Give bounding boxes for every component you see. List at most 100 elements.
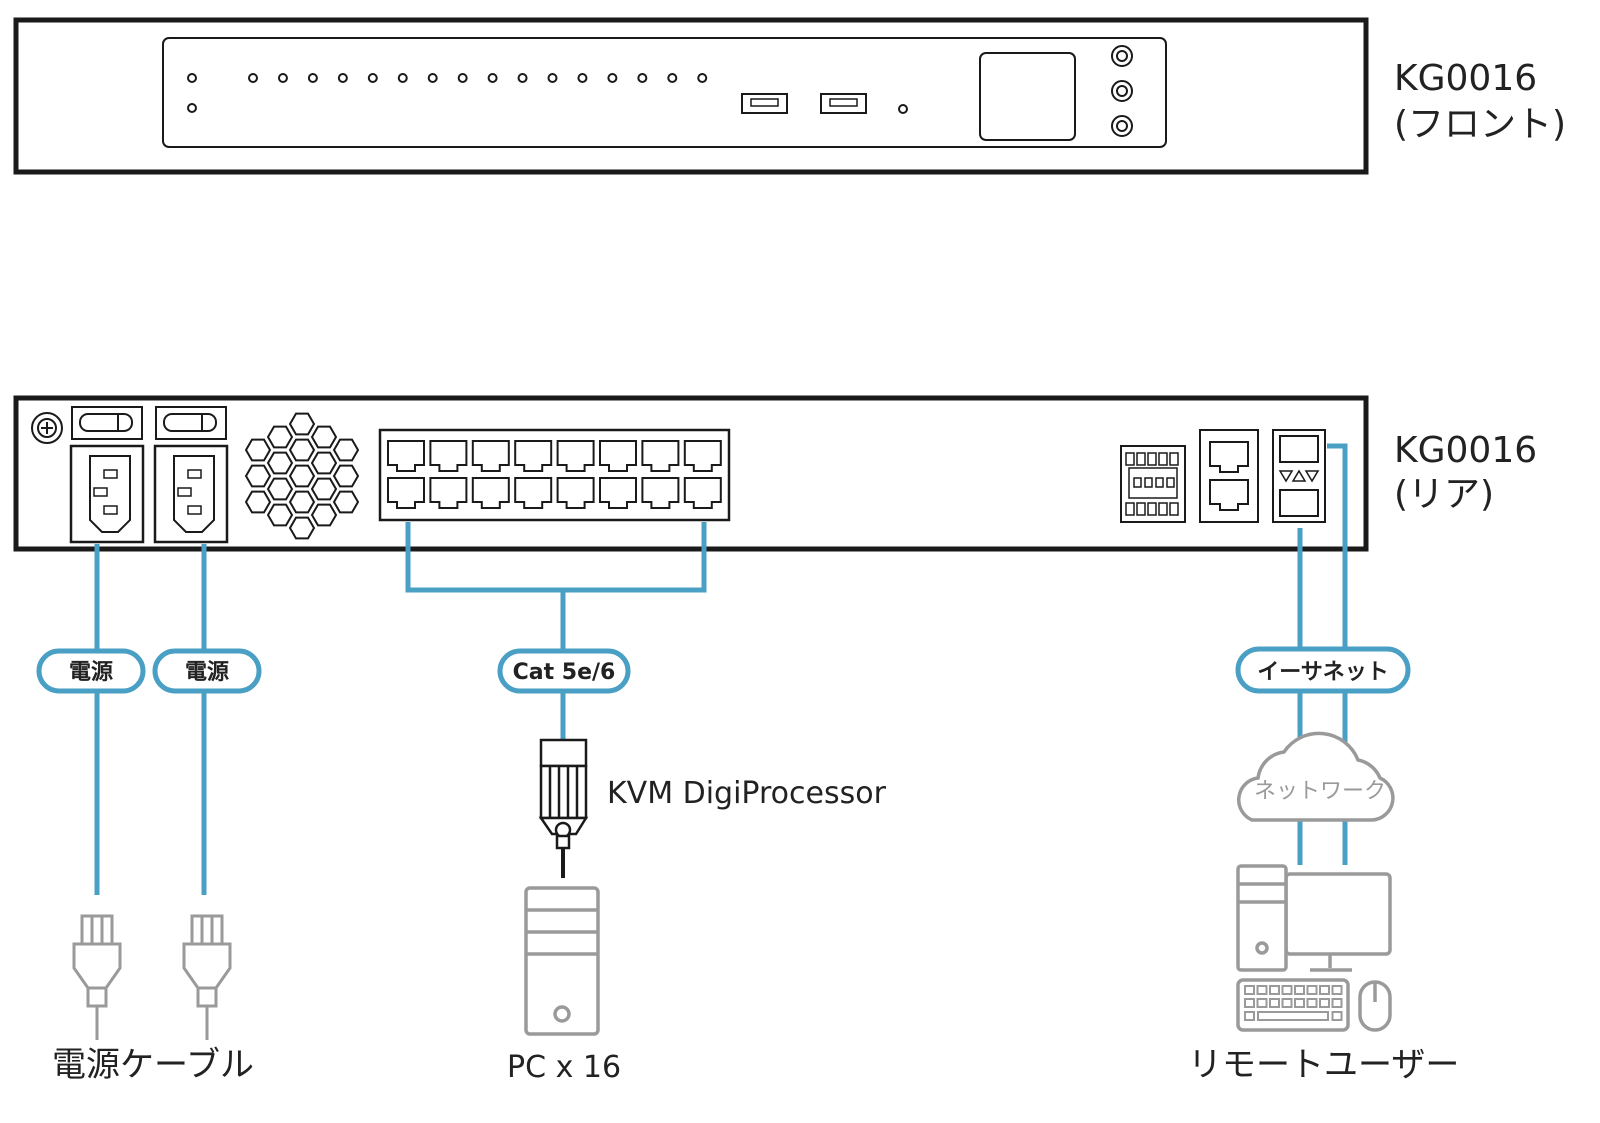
keyboard-key xyxy=(1319,998,1330,1008)
keyboard-key xyxy=(1319,985,1330,995)
ethernet-pill: イーサネット xyxy=(1235,646,1411,694)
vent-hole xyxy=(244,464,272,488)
pc-tower-icon xyxy=(524,886,600,1036)
terminal-pin xyxy=(1166,477,1175,488)
rj45-port xyxy=(471,440,510,472)
rj45-port xyxy=(683,477,722,509)
rj45-port xyxy=(641,440,680,472)
power-switch xyxy=(155,406,227,440)
network-to-user-lines xyxy=(1297,822,1348,865)
vent-hole xyxy=(244,490,272,514)
front-model-label: KG0016 xyxy=(1394,58,1537,99)
network-label: ネットワーク xyxy=(1254,779,1386,804)
port-led xyxy=(307,73,318,83)
keyboard-key xyxy=(1294,998,1305,1008)
vent-hole xyxy=(266,503,294,527)
rear-unit xyxy=(13,395,1369,552)
port-led xyxy=(277,73,288,83)
vent-hole xyxy=(332,490,360,514)
kvm-digiprocessor-icon xyxy=(538,738,589,878)
port-led xyxy=(547,73,558,83)
rj45-port xyxy=(471,477,510,509)
vent-hole xyxy=(310,451,338,475)
vent-hole xyxy=(288,464,316,488)
power-pill-2: 電源 xyxy=(152,648,262,694)
power-switch xyxy=(71,406,143,440)
vent-hole xyxy=(244,438,272,462)
vent-hole xyxy=(266,451,294,475)
vent-hole xyxy=(310,425,338,449)
port-led xyxy=(637,73,648,83)
keyboard-key xyxy=(1306,985,1318,995)
network-cloud-icon: ネットワーク xyxy=(1237,731,1395,822)
keyboard-spacebar xyxy=(1257,1011,1329,1021)
port-led xyxy=(248,73,258,83)
keyboard-key xyxy=(1244,1011,1255,1021)
keyboard-key xyxy=(1281,998,1293,1008)
terminal-pin xyxy=(1147,452,1157,466)
power-plug-icon xyxy=(72,914,122,1040)
terminal-pin xyxy=(1136,502,1146,516)
power-socket xyxy=(69,444,145,544)
keyboard-key xyxy=(1269,985,1280,995)
keyboard-key xyxy=(1244,985,1255,995)
pc-caption: PC x 16 xyxy=(507,1050,621,1085)
remote-user-caption: リモートユーザー xyxy=(1188,1045,1459,1085)
vent-hole xyxy=(310,477,338,501)
lcd-panel xyxy=(979,52,1076,141)
remote-workstation-icon xyxy=(1236,864,1392,1032)
cat-cable-pill-label: Cat 5e/6 xyxy=(513,660,616,685)
terminal-pin xyxy=(1169,502,1179,516)
vent-hole xyxy=(332,438,360,462)
terminal-block xyxy=(1120,445,1186,523)
terminal-pin xyxy=(1125,502,1135,516)
terminal-pin xyxy=(1147,502,1157,516)
keyboard-key xyxy=(1331,1011,1343,1021)
rj45-port xyxy=(556,477,595,509)
port-led xyxy=(667,73,678,83)
rj45-port xyxy=(683,440,722,472)
vent-hole xyxy=(266,477,294,501)
rj45-port xyxy=(387,440,425,472)
vent-hole xyxy=(288,438,316,462)
port-led-row xyxy=(248,73,708,83)
terminal-pin xyxy=(1125,452,1135,466)
ground-screw-icon xyxy=(31,412,63,444)
power-plug-icon xyxy=(182,914,232,1040)
kvm-digiprocessor-label: KVM DigiProcessor xyxy=(607,776,887,811)
vent-hole xyxy=(310,503,338,527)
power-cable-caption: 電源ケーブル xyxy=(52,1045,254,1085)
keyboard-key xyxy=(1331,985,1343,995)
port-led xyxy=(457,73,468,83)
reset-hole xyxy=(898,104,908,114)
keyboard-key xyxy=(1294,985,1305,995)
front-view-label: (フロント) xyxy=(1394,104,1566,145)
port-led xyxy=(487,73,498,83)
usb-port xyxy=(820,93,867,114)
lan-ports xyxy=(1272,429,1326,523)
rj45-port xyxy=(599,440,637,472)
keyboard-key xyxy=(1256,985,1268,995)
port-led xyxy=(517,73,528,83)
rj45-port xyxy=(429,477,468,509)
keyboard-key xyxy=(1281,985,1293,995)
keyboard-key xyxy=(1244,998,1255,1008)
rj45-port xyxy=(514,477,553,509)
ethernet-pill-label: イーサネット xyxy=(1257,660,1389,685)
port-led xyxy=(397,73,408,83)
rj45-port xyxy=(556,440,595,472)
port-led xyxy=(337,73,348,83)
power-pill-2-label: 電源 xyxy=(185,660,229,685)
vent-hole xyxy=(288,490,316,514)
terminal-pin xyxy=(1158,502,1168,516)
rj45-port xyxy=(641,477,680,509)
terminal-pin xyxy=(1136,452,1146,466)
vent-hole xyxy=(288,412,316,436)
port-led xyxy=(697,73,708,83)
terminal-pin xyxy=(1169,452,1179,466)
rj45-port xyxy=(514,440,553,472)
cat-cable-pill: Cat 5e/6 xyxy=(497,648,631,694)
port-led xyxy=(367,73,378,83)
keyboard-key xyxy=(1256,998,1268,1008)
